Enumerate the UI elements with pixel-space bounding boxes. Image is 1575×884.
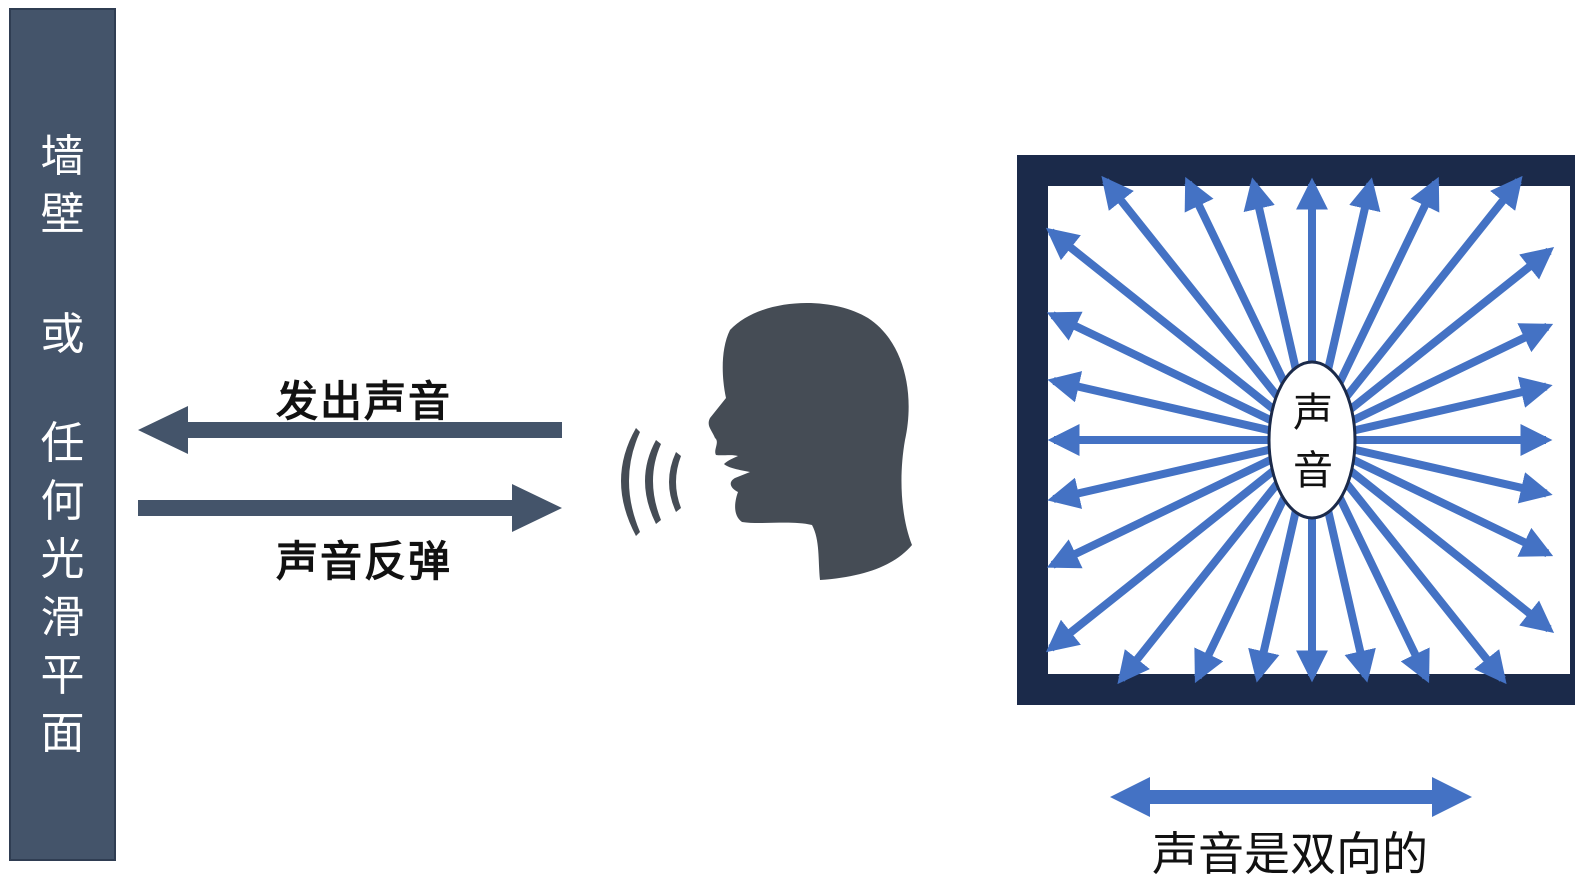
radiating-arrow (1334, 176, 1440, 389)
radiating-arrow (1047, 371, 1277, 436)
bounce-label: 声音反弹 (276, 537, 453, 586)
radiating-arrow (1323, 177, 1381, 375)
radiating-arrow (1346, 453, 1554, 558)
wall-char: 光 (40, 534, 85, 585)
wall-label-line3: 任 何 光 滑 平 面 (11, 415, 114, 763)
head-silhouette-icon (708, 302, 912, 580)
radiating-arrow (1184, 176, 1290, 389)
radiating-arrow (1194, 491, 1290, 684)
radiating-arrow (1117, 477, 1284, 685)
wall-char: 何 (40, 476, 85, 527)
radiating-arrow (1340, 175, 1523, 403)
radiating-arrows (1045, 175, 1555, 685)
bounce-arrow (138, 484, 562, 532)
radiating-arrow (1347, 376, 1553, 436)
radiating-arrow (1347, 444, 1553, 504)
radiating-arrow (1101, 175, 1284, 403)
sound-waves-icon (621, 428, 681, 536)
bidirectional-arrow (1110, 777, 1472, 817)
radiating-arrow (1046, 453, 1278, 569)
radiating-arrow (1045, 227, 1280, 416)
radiating-arrow (1340, 477, 1507, 685)
radiating-arrow (1248, 505, 1301, 683)
wall-char: 墙 (40, 131, 85, 182)
radiating-arrow (1047, 444, 1277, 509)
radiating-arrow (1243, 177, 1301, 375)
sound-source-ellipse (1267, 360, 1357, 520)
sound-source-char: 音 (1293, 448, 1333, 494)
wall-char: 滑 (40, 592, 85, 643)
radiating-arrow (1046, 311, 1278, 427)
wall-label-line1: 墙 壁 (11, 128, 114, 244)
wall-char: 平 (40, 650, 85, 701)
wall-char: 面 (40, 708, 85, 759)
wall-panel: 墙 壁 或 任 何 光 滑 平 面 (9, 8, 116, 861)
radiating-arrow (1344, 247, 1555, 416)
emit-label: 发出声音 (276, 377, 453, 426)
radiating-arrow (1346, 322, 1554, 427)
wall-char: 任 (40, 418, 85, 469)
emit-arrow (138, 406, 562, 454)
sound-source-label: 声 音 (1272, 384, 1354, 500)
radiating-arrow (1045, 464, 1280, 653)
sound-source-char: 声 (1293, 390, 1333, 436)
radiating-arrow (1344, 464, 1555, 633)
wall-label-line2: 或 (11, 306, 114, 364)
wall-char: 或 (40, 309, 85, 360)
radiating-arrow (1323, 505, 1376, 683)
wall-char: 壁 (40, 189, 85, 240)
caption-text: 声音是双向的 (1152, 827, 1428, 881)
radiating-arrow (1334, 491, 1430, 684)
